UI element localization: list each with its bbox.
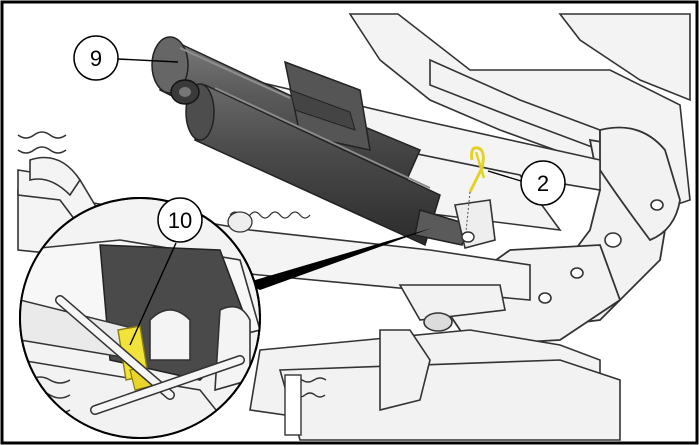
callout-10-circle	[157, 197, 203, 243]
inset-pointer	[245, 228, 432, 290]
lower-structure	[249, 284, 621, 441]
callout-9-circle	[73, 35, 119, 81]
callout-10: 10	[129, 197, 203, 346]
pin-leader	[465, 191, 471, 233]
callout-2-label: 2	[537, 171, 549, 196]
left-spring	[17, 131, 67, 154]
callout-9-label: 9	[90, 46, 102, 71]
lower-spring	[284, 374, 327, 436]
callout-10-leader	[129, 242, 177, 346]
callout-9-leader	[117, 58, 179, 63]
callout-10-label: 10	[168, 208, 192, 233]
linear-actuator	[151, 36, 496, 249]
callout-2: 2	[487, 160, 566, 206]
hairpin-clip	[468, 146, 486, 193]
detail-inset	[19, 197, 261, 439]
callout-2-leader	[487, 170, 522, 182]
bracket-holes	[538, 199, 664, 304]
callout-2-circle	[520, 160, 566, 206]
callout-9: 9	[73, 35, 179, 81]
small-spring	[227, 211, 311, 233]
right-bracket	[438, 126, 681, 346]
